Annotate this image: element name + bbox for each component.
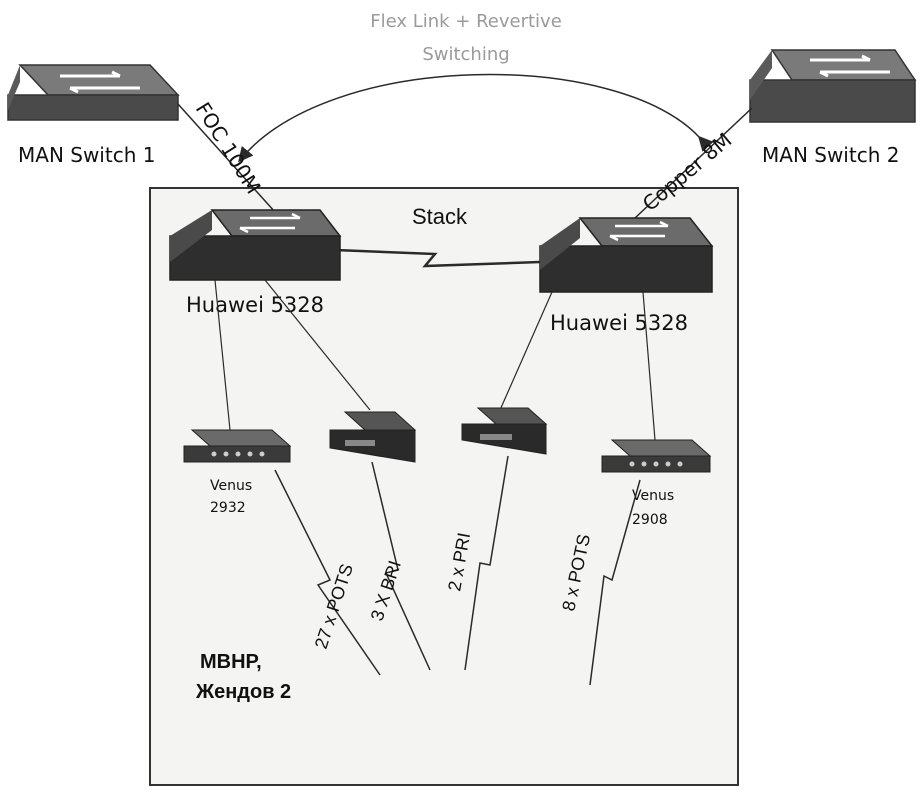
man-switch-2-label: MAN Switch 2 xyxy=(762,143,899,167)
venus-2908-label-1: Venus xyxy=(632,488,674,504)
venus-2932-icon xyxy=(183,429,292,463)
man-switch-1-label: MAN Switch 1 xyxy=(18,143,155,167)
venus-2932-label-2: 2932 xyxy=(210,500,246,516)
bri-device-icon xyxy=(329,411,417,463)
link-huawei-right-venus-2908 xyxy=(642,291,656,441)
lightning-pots-27 xyxy=(274,469,381,676)
title-line-2: Switching xyxy=(422,44,509,65)
huawei-left-icon xyxy=(169,209,342,281)
huawei-right-icon xyxy=(539,217,714,293)
venus-2908-label-2: 2908 xyxy=(632,512,668,528)
lightning-bri xyxy=(371,461,431,671)
link-huawei-right-pri-device xyxy=(499,291,553,411)
foc-link-line xyxy=(177,103,276,213)
venus-2932-label-1: Venus xyxy=(210,478,252,494)
pri-device-icon xyxy=(461,407,548,455)
lightning-pots-8 xyxy=(589,479,641,686)
site-label-line-2: Жендов 2 xyxy=(195,681,291,703)
title-line-1: Flex Link + Revertive xyxy=(370,11,562,32)
site-label-line-1: МВНР, xyxy=(200,651,262,673)
man-switch-2-icon xyxy=(749,49,917,123)
stack-label: Stack xyxy=(412,204,468,229)
copper-link-line xyxy=(634,107,753,219)
venus-2908-icon xyxy=(601,439,712,473)
huawei-right-label: Huawei 5328 xyxy=(550,311,688,335)
lightning-pri xyxy=(464,455,509,671)
man-switch-1-icon xyxy=(7,64,180,121)
stack-link xyxy=(334,248,541,268)
huawei-left-label: Huawei 5328 xyxy=(186,293,324,317)
flex-link-arrow xyxy=(238,73,714,163)
foc-link-label: FOC 100M xyxy=(191,98,266,198)
link-huawei-left-bri-device xyxy=(264,279,371,411)
link-huawei-left-venus-2932 xyxy=(214,279,231,431)
